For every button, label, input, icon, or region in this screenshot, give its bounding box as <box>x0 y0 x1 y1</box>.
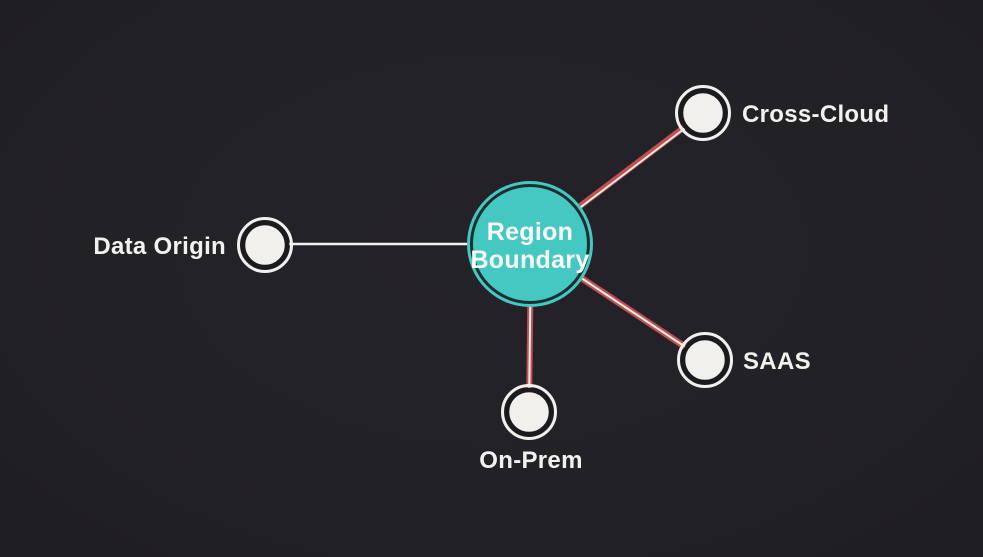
on-prem-outer-ring <box>501 384 557 440</box>
region-boundary-label-line1: Region <box>487 218 574 246</box>
data-origin-circle <box>240 220 290 270</box>
cross-cloud-outer-ring <box>675 85 731 141</box>
node-saas: SAAS <box>677 332 811 388</box>
region-boundary-circle <box>467 181 593 307</box>
on-prem-circle <box>504 387 554 437</box>
saas-circle <box>680 335 730 385</box>
saas-label: SAAS <box>743 348 811 375</box>
saas-outer-ring <box>677 332 733 388</box>
node-cross-cloud: Cross-Cloud <box>675 85 889 141</box>
on-prem-label: On-Prem <box>479 447 582 474</box>
data-origin-outer-ring <box>237 217 293 273</box>
node-on-prem: On-Prem <box>479 384 582 474</box>
region-boundary-inner-ring <box>470 184 590 304</box>
region-boundary-label-line2: Boundary <box>470 246 589 274</box>
node-data-origin: Data Origin <box>93 217 293 273</box>
cross-cloud-label: Cross-Cloud <box>742 101 889 128</box>
node-region-boundary: Region Boundary <box>467 181 593 307</box>
cross-cloud-circle <box>678 88 728 138</box>
data-origin-label: Data Origin <box>93 233 226 260</box>
